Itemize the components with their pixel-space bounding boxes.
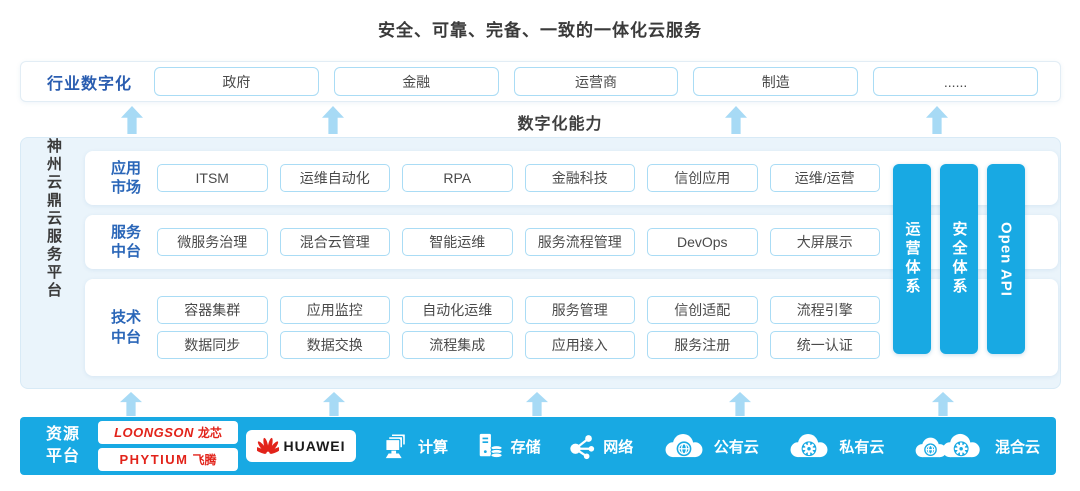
resource-platform-label: 资源 平台 (46, 424, 80, 467)
resource-item-network: 网络 (567, 432, 633, 460)
up-arrow-icon (120, 392, 142, 416)
up-arrow-icon (725, 106, 747, 134)
capability-item: 运维/运营 (769, 164, 880, 192)
up-arrow-icon (926, 106, 948, 134)
resource-item-label: 私有云 (839, 438, 885, 456)
open-api-bar: Open API (987, 164, 1025, 354)
industry-item-manufacturing: 制造 (693, 67, 859, 96)
phytium-logo: PHYTIUM 飞腾 (98, 448, 239, 471)
resource-label-line: 资源 (46, 426, 81, 444)
capability-item: 数据交换 (279, 331, 390, 359)
hybrid-cloud-icon (915, 433, 980, 458)
up-arrow-icon (323, 392, 345, 416)
private-cloud-icon (790, 434, 828, 458)
platform-box: 神州云鼎云服务平台 应用 市场 ITSM 运维自动化 RPA 金融科技 信创应用… (20, 137, 1061, 389)
industry-item-government: 政府 (154, 67, 319, 96)
resource-item-label: 存储 (510, 438, 541, 456)
resource-platform-bar: 资源 平台 LOONGSON 龙芯 PHYTIUM 飞腾 (20, 417, 1056, 475)
section-label-line: 应用 (110, 159, 141, 177)
up-arrow-icon (526, 392, 548, 416)
page-title: 安全、可靠、完备、一致的一体化云服务 (378, 21, 702, 40)
section-label-line: 技术 (110, 309, 141, 326)
capability-item: 信创适配 (647, 296, 758, 324)
industry-row-label: 行业数字化 (47, 75, 133, 93)
huawei-flower-icon (256, 437, 279, 454)
capability-item: 混合云管理 (279, 228, 390, 256)
section-label-line: 中台 (110, 328, 141, 346)
capability-item: 流程集成 (402, 331, 513, 359)
industry-item-more: ...... (873, 67, 1038, 96)
up-arrow-icon (932, 392, 954, 416)
capability-item: 服务注册 (647, 331, 758, 359)
digital-capability-label: 数字化能力 (517, 116, 603, 133)
resource-item-storage: 存储 (475, 432, 541, 460)
resource-item-compute: 计算 (382, 432, 448, 460)
capability-item: 智能运维 (402, 228, 513, 256)
capability-item: 容器集群 (157, 296, 268, 324)
capability-item: 应用监控 (279, 296, 390, 324)
capability-item: 服务流程管理 (524, 228, 635, 256)
up-arrow-icon (729, 392, 751, 416)
platform-name: 神州云鼎云服务平台 (45, 138, 62, 300)
resource-item-label: 混合云 (994, 438, 1040, 456)
section-label-line: 服务 (110, 223, 141, 241)
capability-item: 信创应用 (647, 164, 758, 192)
capability-item: 服务管理 (524, 296, 635, 324)
resource-item-label: 计算 (418, 438, 449, 456)
section-label: 应用 市场 (103, 159, 149, 198)
capability-item: 大屏展示 (769, 228, 880, 256)
section-label: 技术 中台 (103, 308, 149, 347)
capability-item: 自动化运维 (402, 296, 513, 324)
industry-item-operator: 运营商 (513, 67, 679, 96)
network-icon (570, 435, 595, 460)
huawei-logo: HUAWEI (246, 430, 357, 462)
resource-item-label: 网络 (603, 438, 634, 456)
security-system-bar: 安全体系 (940, 164, 978, 354)
resource-label-line: 平台 (46, 448, 81, 465)
phytium-wordmark: PHYTIUM (119, 452, 189, 467)
phytium-cn: 飞腾 (192, 453, 217, 467)
operations-system-bar: 运营体系 (893, 164, 931, 354)
capability-item: DevOps (647, 228, 758, 256)
storage-icon (479, 433, 503, 459)
resource-item-label: 公有云 (713, 438, 759, 456)
capability-item: 流程引擎 (769, 296, 880, 324)
resource-items: 计算 存储 (382, 431, 1040, 461)
section-label-line: 市场 (110, 179, 141, 196)
resource-item-private-cloud: 私有云 (785, 431, 884, 461)
side-bars: 运营体系 安全体系 Open API (893, 164, 1025, 354)
capability-item: ITSM (157, 164, 268, 192)
loongson-logo: LOONGSON 龙芯 (98, 421, 239, 444)
capability-item: 微服务治理 (157, 228, 268, 256)
loongson-cn: 龙芯 (197, 426, 222, 440)
capability-item: 统一认证 (769, 331, 880, 359)
industry-item-finance: 金融 (333, 67, 499, 96)
capability-item: 应用接入 (524, 331, 635, 359)
section-label: 服务 中台 (103, 223, 149, 262)
capability-item: 数据同步 (157, 331, 268, 359)
capability-item: RPA (402, 164, 513, 192)
compute-icon (385, 433, 407, 459)
industry-row: 行业数字化 政府 金融 运营商 制造 ...... (20, 61, 1061, 102)
public-cloud-icon (665, 434, 703, 458)
resource-item-hybrid-cloud: 混合云 (911, 431, 1040, 461)
loongson-wordmark: LOONGSON (114, 425, 194, 440)
up-arrow-icon (322, 106, 344, 134)
section-label-line: 中台 (110, 243, 141, 260)
capability-item: 金融科技 (524, 164, 635, 192)
vendor-logos: LOONGSON 龙芯 PHYTIUM 飞腾 (98, 421, 239, 471)
capability-item: 运维自动化 (279, 164, 390, 192)
resource-item-public-cloud: 公有云 (660, 431, 759, 461)
huawei-wordmark: HUAWEI (283, 438, 346, 454)
up-arrow-icon (121, 106, 143, 134)
